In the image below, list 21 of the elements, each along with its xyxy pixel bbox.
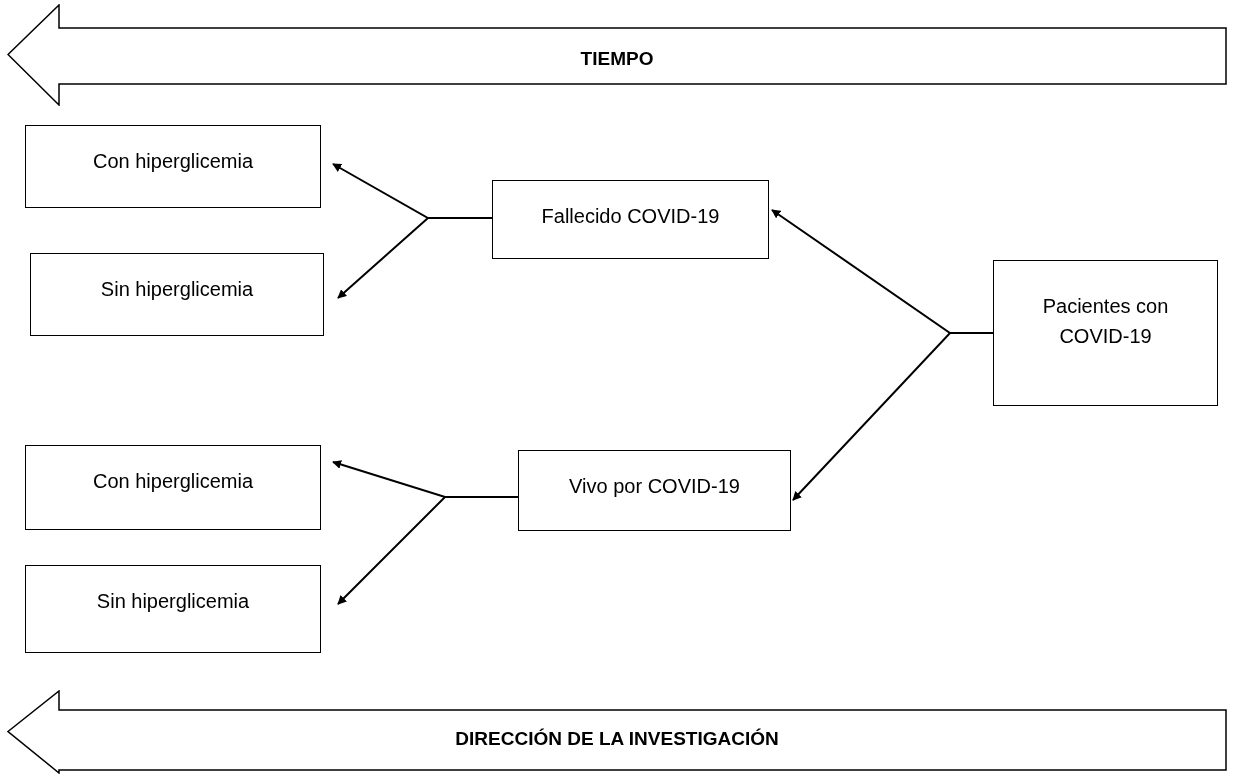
box-label: Con hiperglicemia xyxy=(92,469,254,494)
arrow-band xyxy=(7,690,1227,774)
arrow-band xyxy=(7,4,1227,106)
process-box xyxy=(492,180,769,259)
box-label: Sin hiperglicemia xyxy=(96,589,250,614)
process-box xyxy=(25,125,321,208)
box-label: Pacientes con COVID-19 xyxy=(1041,294,1170,349)
box-label: Vivo por COVID-19 xyxy=(569,474,740,499)
band-label: DIRECCIÓN DE LA INVESTIGACIÓN xyxy=(454,728,780,750)
box-label: Sin hiperglicemia xyxy=(100,277,254,302)
band-label: TIEMPO xyxy=(579,48,655,70)
process-box xyxy=(30,253,324,336)
box-label: Con hiperglicemia xyxy=(92,149,254,174)
box-label: Fallecido COVID-19 xyxy=(541,204,720,229)
process-box xyxy=(25,445,321,530)
process-box xyxy=(518,450,791,531)
process-box xyxy=(25,565,321,653)
arrow xyxy=(792,332,994,501)
process-box xyxy=(993,260,1218,406)
arrow xyxy=(337,496,519,605)
arrow xyxy=(337,217,493,299)
